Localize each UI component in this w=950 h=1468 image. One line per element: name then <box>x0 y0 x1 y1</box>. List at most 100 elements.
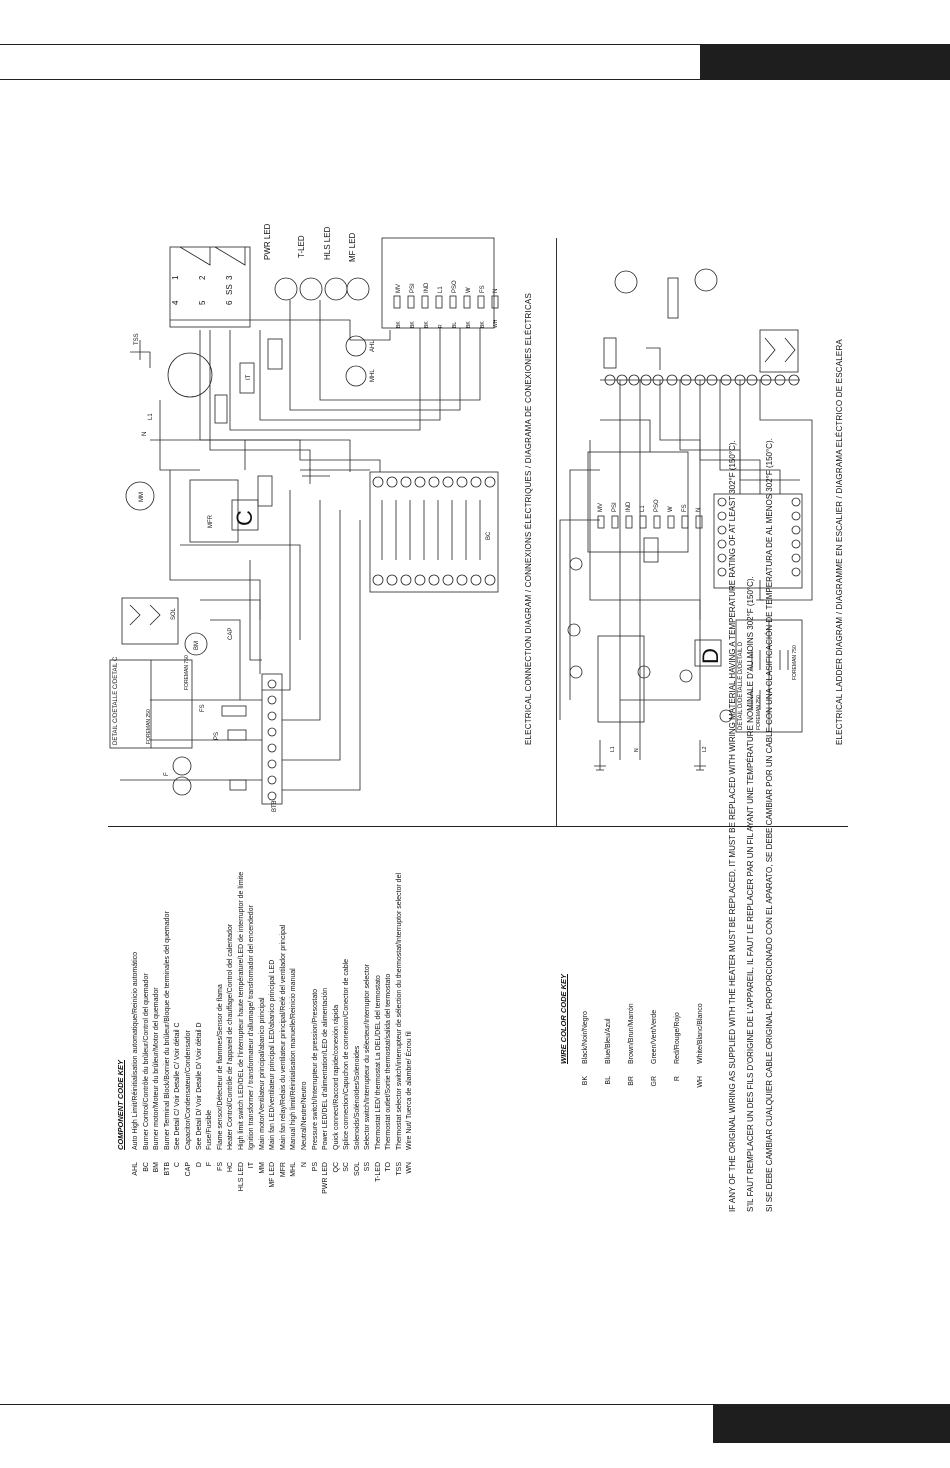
key-code: MHL <box>290 1162 298 1177</box>
wire-color-label: BK <box>396 321 402 328</box>
key-description: Burner motor/Moteur du brûleur/Motor del… <box>153 987 161 1150</box>
ladder-terminal-label: MV <box>598 503 604 512</box>
l1-label: L1 <box>148 413 154 420</box>
fs-label: FS <box>200 704 206 712</box>
detail-d-title: DETAIL D/DETALLE D/DETAIL D <box>738 641 744 730</box>
mhl-label: MHL <box>370 369 376 382</box>
key-code: R <box>673 1076 681 1082</box>
key-code: F <box>206 1162 214 1167</box>
key-row: IT Ignition transformer / transformateur … <box>247 816 258 1196</box>
hc-terminal-label: FS <box>480 285 486 293</box>
key-code: CAP <box>185 1162 192 1177</box>
panel-divider-horizontal <box>108 826 848 827</box>
key-code: BTB <box>163 1162 171 1176</box>
key-code: BL <box>604 1076 612 1085</box>
key-code: SS <box>364 1162 372 1172</box>
key-row: MHL Manual high limit/Réinitialisation ma… <box>289 816 300 1196</box>
ps-label: PS <box>214 732 220 740</box>
warning-note-fr: S'IL FAUT REMPLACER UN DES FILS D'ORIGIN… <box>746 576 756 1212</box>
key-code: MF LED <box>269 1162 277 1188</box>
detail-c-marker: C <box>232 510 257 526</box>
key-description: Selector switch/Interrupteur du sélecteu… <box>364 964 372 1150</box>
key-code: T-LED <box>374 1162 382 1182</box>
key-code: TO <box>385 1162 393 1172</box>
key-description: Capacitor/Condensateur/Condensador <box>185 1030 192 1150</box>
key-code: D <box>195 1162 203 1168</box>
key-code: PS <box>311 1162 319 1172</box>
hc-pin-label: MF LED <box>348 232 357 262</box>
key-description: Burner Terminal Block/Bornier du brûleur… <box>163 911 171 1150</box>
key-description: Splice connection/Capuchon de connexion/… <box>343 958 351 1150</box>
key-description: Blue/Bleu/Azul <box>604 1018 612 1064</box>
hc-terminal-label: N <box>493 289 499 293</box>
key-row: BL Blue/Bleu/Azul <box>597 960 620 1110</box>
key-code: HLS LED <box>237 1162 245 1192</box>
key-code: TSS <box>395 1162 403 1176</box>
key-description: High limit switch LED/DEL de l'interrupt… <box>237 871 245 1150</box>
n-label: N <box>142 432 148 436</box>
key-code: QC <box>332 1162 340 1173</box>
key-description: Burner Control/Contrôle du brûleur/Contr… <box>142 973 150 1150</box>
key-code: BC <box>142 1162 150 1172</box>
ss-pin: 4 <box>171 300 180 305</box>
key-code: HC <box>227 1162 235 1173</box>
wire-color-label: BK <box>410 321 416 328</box>
key-code: AHL <box>132 1162 140 1176</box>
detail-d-sub: FOREMAN 250 <box>756 695 762 730</box>
ladder-terminal-label: PSO <box>654 499 660 512</box>
key-row: TO Thermostat outlet/Sortie thermostat/sa… <box>384 816 395 1196</box>
ladder-terminal-label: FS <box>682 504 688 512</box>
wire-key-title: WIRE COLOR CODE KEY <box>559 973 568 1064</box>
key-code: N <box>301 1162 309 1168</box>
key-code: MFR <box>279 1162 287 1178</box>
key-description: White/Blanc/Blanco <box>696 1003 704 1064</box>
connection-diagram-caption: ELECTRICAL CONNECTION DIAGRAM / CONNEXIO… <box>524 293 533 745</box>
key-row: SS Selector switch/Interrupteur du sélect… <box>363 816 374 1196</box>
f-label: F <box>164 772 170 776</box>
key-row: TSS Thermostat selector switch/interrupte… <box>394 816 405 1196</box>
key-description: Quick connect/Raccord rapide/conexión rá… <box>332 1004 340 1150</box>
hc-terminal-label: PSI <box>410 283 416 293</box>
key-description: Solenoids/Solénoïdes/Solenoides <box>353 1045 361 1150</box>
key-description: Brown/Brun/Marrón <box>627 1003 635 1064</box>
key-code: SOL <box>353 1162 361 1177</box>
ss-label: SS <box>225 284 234 295</box>
key-code: SC <box>343 1162 351 1172</box>
key-description: Thermostat selector switch/interrupteur … <box>395 872 403 1150</box>
key-row: SOL Solenoids/Solénoïdes/Solenoides <box>352 816 363 1196</box>
ss-pin: 5 <box>198 300 207 305</box>
ss-pin: 2 <box>198 275 207 280</box>
ahl-label: AHL <box>370 340 376 352</box>
key-row: BC Burner Control/Contrôle du brûleur/Con… <box>141 816 152 1196</box>
key-description: Manual high limit/Réinitialisation manue… <box>290 968 298 1150</box>
footer-tab <box>713 1405 950 1443</box>
mm-label: MM <box>139 492 145 502</box>
bm-label: BM <box>194 641 200 650</box>
ladder-terminal-label: W <box>668 506 674 512</box>
key-code: IT <box>248 1162 256 1169</box>
key-code: GR <box>650 1076 658 1087</box>
wire-color-label: BK <box>466 321 472 328</box>
wire-color-label: WH <box>493 319 499 328</box>
key-code: PWR LED <box>322 1162 330 1194</box>
hc-terminal-label: IND <box>424 282 430 293</box>
ss-pin: 1 <box>171 275 180 280</box>
key-description: Thermostat outlet/Sortie thermostat/sali… <box>385 973 393 1150</box>
ladder-terminal-label: L1 <box>640 505 646 512</box>
key-code: BR <box>627 1076 635 1086</box>
detail-c-sub: FOREMAN 750 <box>184 655 190 690</box>
hc-terminal-label: W <box>466 287 472 293</box>
key-description: Ignition transformer / transformateur d'… <box>248 905 256 1150</box>
